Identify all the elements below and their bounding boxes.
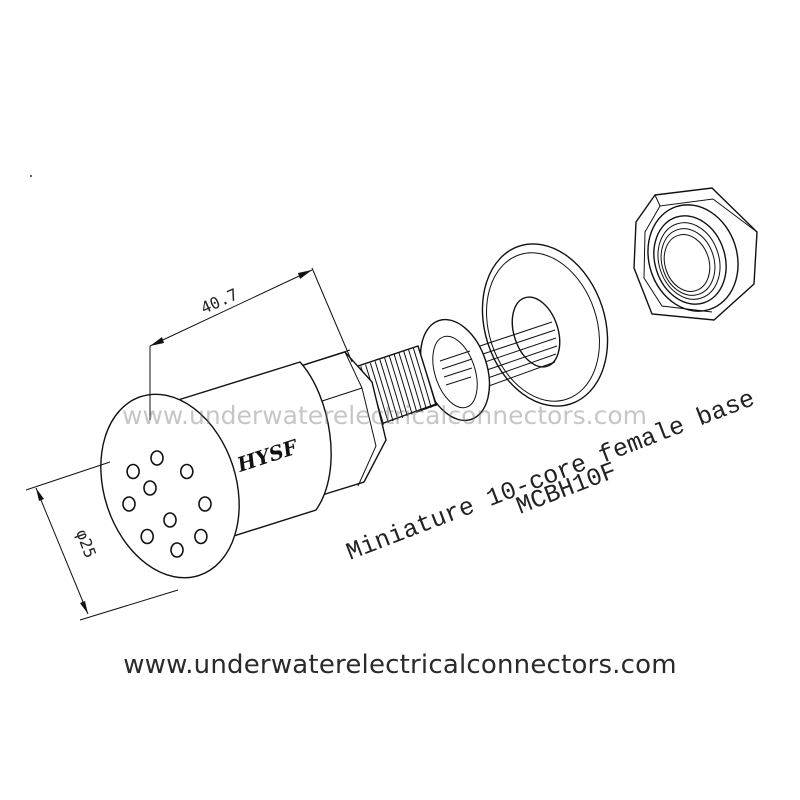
thread-line	[398, 352, 418, 413]
socket-hole	[198, 496, 212, 512]
hex-nut	[633, 187, 758, 321]
o-ring	[419, 318, 491, 422]
socket-hole	[126, 463, 140, 480]
thread-line	[393, 354, 413, 415]
socket-hole	[163, 512, 177, 528]
thread-line	[412, 347, 432, 408]
thread-line	[388, 356, 408, 417]
thread-line	[384, 357, 404, 418]
length-dimension	[149, 267, 353, 420]
diameter-dimension	[25, 461, 179, 621]
socket-hole	[150, 450, 164, 466]
socket-hole	[180, 463, 194, 480]
socket-hole	[143, 480, 157, 496]
thread-line	[369, 362, 389, 424]
thread-line	[403, 350, 423, 412]
thread-line	[379, 359, 399, 420]
watermark-overlay: www.underwaterelectricalconnectors.com	[122, 401, 647, 430]
diameter-dimension-label: φ25	[72, 527, 100, 561]
socket-hole	[140, 528, 154, 545]
socket-hole	[170, 542, 184, 558]
thread-line	[374, 361, 394, 422]
stray-dot	[30, 175, 32, 177]
socket-hole	[194, 528, 208, 545]
thread-line	[407, 349, 427, 410]
footer-url: www.underwaterelectricalconnectors.com	[123, 650, 677, 680]
connector-body	[100, 349, 387, 579]
thread-line	[417, 345, 437, 407]
socket-holes	[122, 450, 212, 558]
socket-hole	[122, 496, 136, 512]
length-dimension-label: 40.7	[198, 285, 241, 318]
